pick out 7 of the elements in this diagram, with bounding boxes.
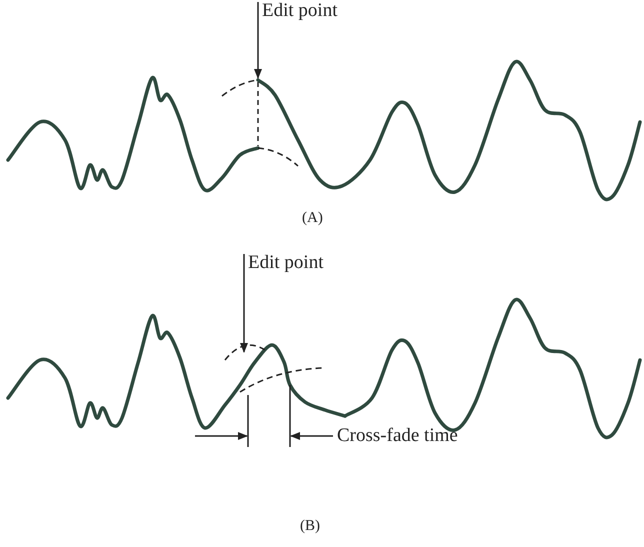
leader-arrow bbox=[240, 254, 248, 353]
figure-label: (B) bbox=[300, 517, 320, 536]
callout-text: Edit point bbox=[262, 0, 338, 22]
figure-label: (A) bbox=[302, 209, 323, 228]
callout-text: Edit point bbox=[248, 252, 324, 274]
leader-arrow bbox=[254, 2, 262, 79]
dimension-label: Cross-fade time bbox=[337, 425, 458, 447]
